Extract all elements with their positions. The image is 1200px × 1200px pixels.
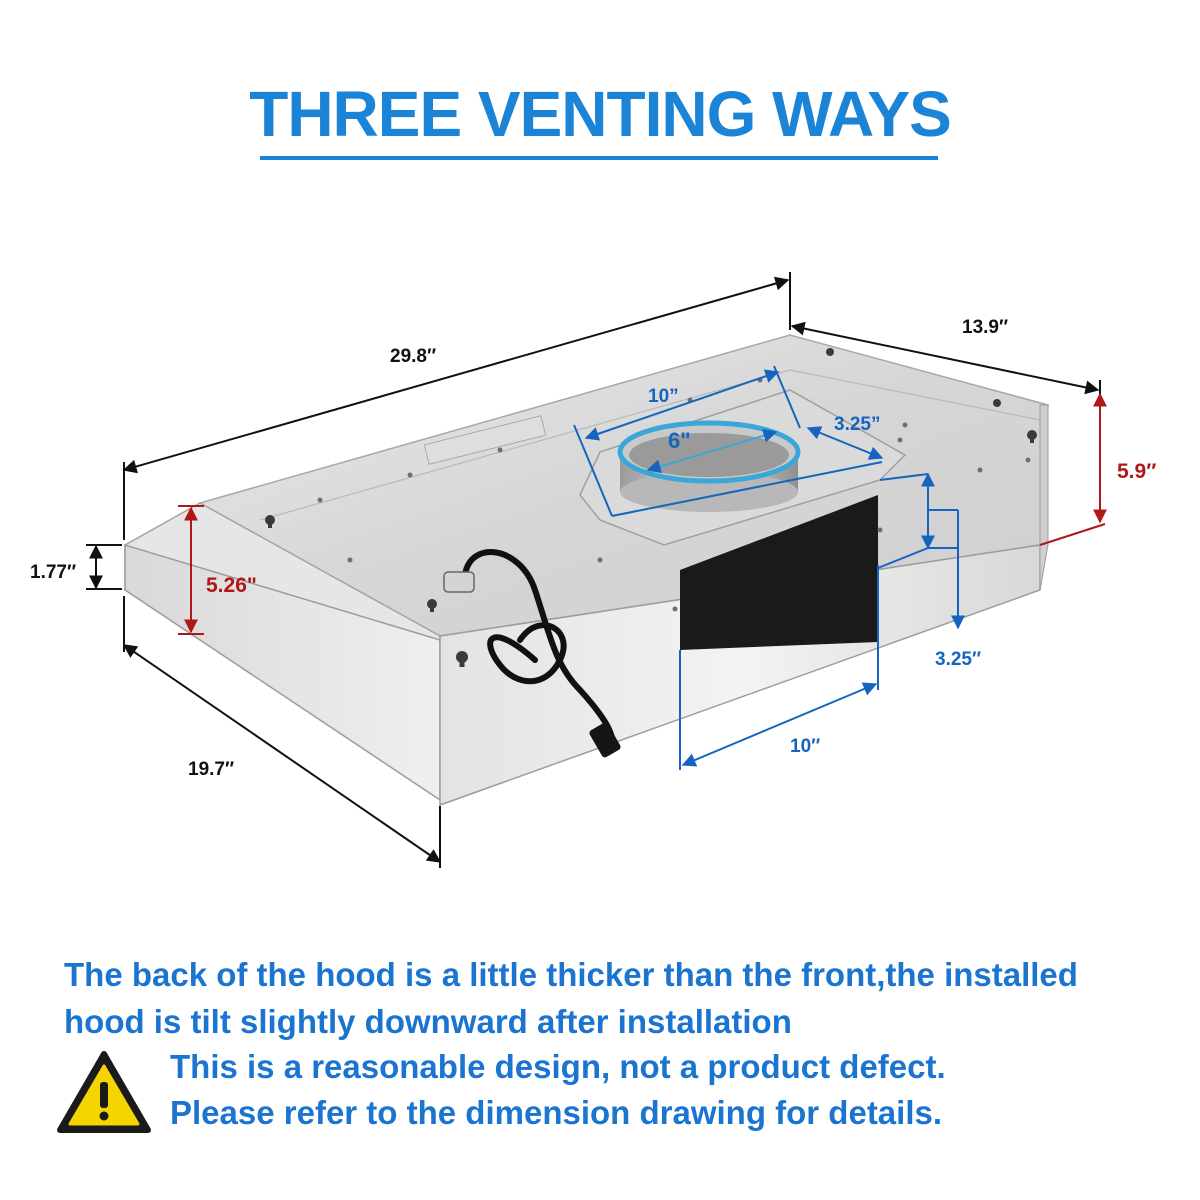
round-duct-label: 6" <box>668 428 691 453</box>
warning-triangle-icon <box>57 1051 151 1133</box>
rear-duct-opening <box>680 495 878 650</box>
hood-body <box>124 334 1049 807</box>
blue-dimension-lines <box>573 365 965 770</box>
top-duct-depth-label: 3.25” <box>834 414 880 435</box>
front-height-label: 1.77″ <box>30 562 76 583</box>
page-title: THREE VENTING WAYS <box>249 78 952 150</box>
side-height-label: 5.26" <box>206 574 257 597</box>
depth-top-label: 13.9″ <box>962 317 1008 338</box>
round-duct-collar <box>617 420 801 512</box>
title-underline <box>260 156 938 160</box>
power-cord <box>443 549 621 758</box>
rear-duct-height-label: 3.25″ <box>935 649 981 670</box>
depth-bottom-label: 19.7″ <box>188 759 234 780</box>
note-line-3: This is a reasonable design, not a produ… <box>170 1048 946 1085</box>
black-dimension-lines <box>86 272 1101 868</box>
red-dimension-lines <box>178 392 1107 635</box>
note-line-4: Please refer to the dimension drawing fo… <box>170 1094 943 1131</box>
back-height-label: 5.9″ <box>1117 460 1156 483</box>
top-duct-width-label: 10” <box>648 386 679 407</box>
width-label: 29.8″ <box>390 346 436 367</box>
note-line-1: The back of the hood is a little thicker… <box>64 956 1078 993</box>
note-line-2: hood is tilt slightly downward after ins… <box>64 1003 792 1040</box>
rear-duct-width-label: 10″ <box>790 736 820 757</box>
